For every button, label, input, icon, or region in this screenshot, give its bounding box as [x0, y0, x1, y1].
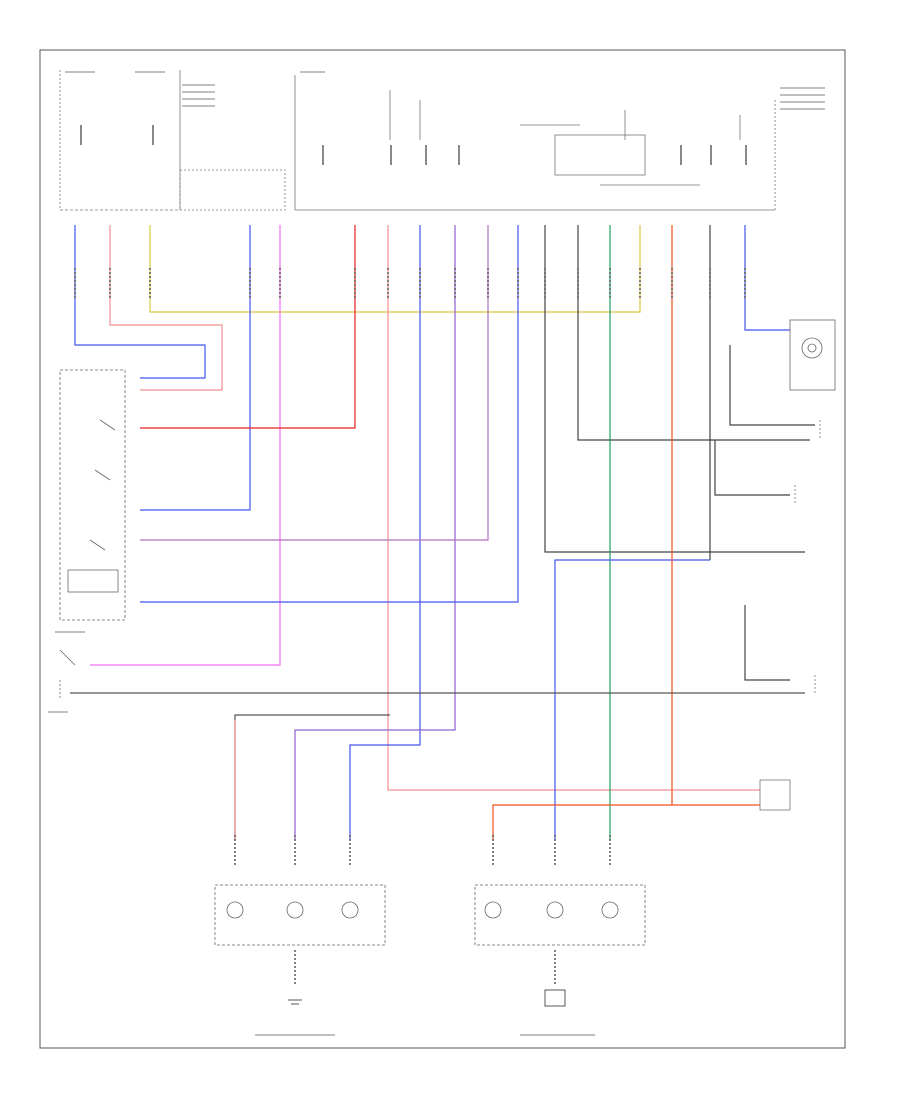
fuses	[80, 125, 747, 165]
cargo-lamp	[789, 319, 836, 391]
fuse-box	[59, 70, 776, 211]
wire-blue-2	[140, 225, 251, 511]
connectors	[74, 268, 746, 985]
wire-black-5	[234, 714, 390, 840]
wire-black-6	[729, 345, 815, 426]
label-marks	[48, 71, 825, 1036]
wires	[70, 225, 815, 840]
right-side-boxes	[759, 420, 821, 811]
wire-purple-1	[294, 225, 456, 840]
wire-blue-1	[74, 225, 206, 379]
wire-black-1	[544, 225, 805, 553]
diagram-border	[39, 49, 846, 1049]
front-headliner	[214, 884, 386, 946]
wire-orange-2	[492, 804, 672, 840]
wire-blue-5	[140, 225, 519, 603]
wire-pink-1	[90, 225, 281, 666]
wire-blue-3	[349, 225, 421, 840]
rear-headliner	[474, 884, 646, 946]
ground-symbols	[288, 989, 566, 1007]
wire-black-2	[577, 225, 810, 441]
wire-orange-1	[671, 225, 760, 806]
wire-salmon-2	[387, 225, 760, 791]
wire-salmon-1	[109, 225, 223, 391]
wire-yellow-1	[149, 225, 641, 313]
wire-blue-7	[744, 225, 790, 331]
wire-blue-6	[554, 559, 710, 840]
wire-red-1	[140, 225, 356, 429]
wire-black-7	[714, 440, 790, 496]
wire-purple-2	[140, 225, 489, 541]
light-switch	[59, 369, 126, 621]
wire-black-8	[744, 605, 790, 681]
left-door-switch	[59, 649, 76, 700]
